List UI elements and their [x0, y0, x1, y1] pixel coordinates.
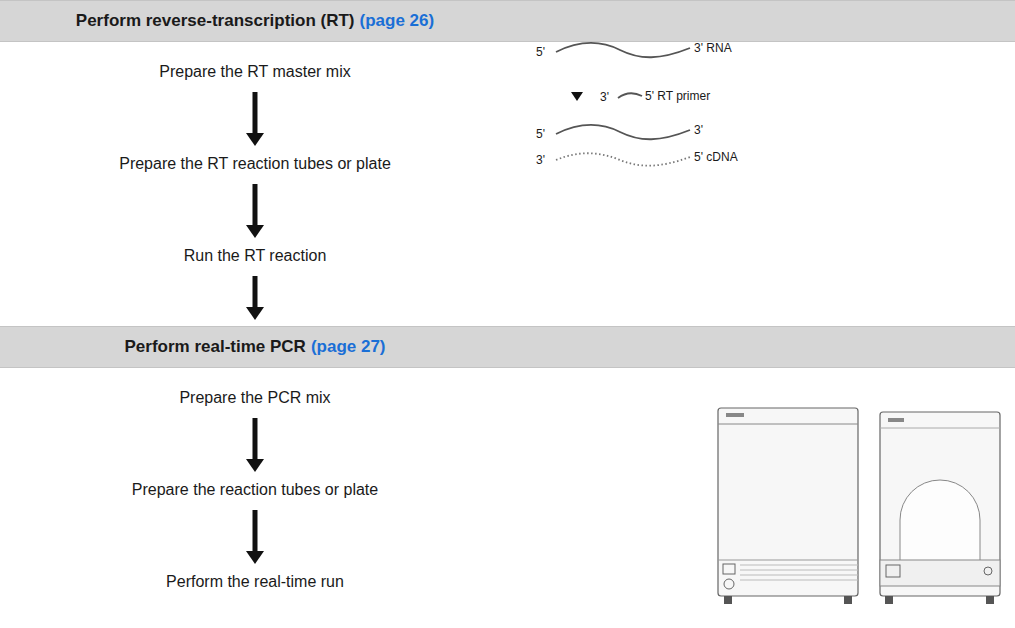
flow-arrow	[246, 418, 264, 472]
flow-arrow	[246, 510, 264, 564]
strand-label: 5' cDNA	[694, 150, 738, 164]
step-text: Prepare the RT reaction tubes or plate	[119, 155, 391, 173]
band-heading: Perform reverse-transcription (RT) (page …	[76, 11, 434, 31]
section-band: Perform reverse-transcription (RT) (page …	[0, 0, 1015, 42]
step-text: Prepare the reaction tubes or plate	[132, 481, 378, 499]
strand-label: 5' RT primer	[645, 89, 710, 103]
step-box: Prepare the reaction tubes or plate	[128, 478, 382, 502]
band-heading: Perform real-time PCR (page 27)	[124, 337, 385, 357]
strand-label: 3'	[694, 123, 703, 137]
rna-strand	[556, 43, 690, 58]
section-band: Perform real-time PCR (page 27)	[0, 326, 1015, 368]
page-link: (page 26)	[360, 11, 435, 30]
flow-arrow	[246, 184, 264, 238]
strand-label: 3'	[600, 90, 609, 104]
cdna-strand	[556, 153, 690, 165]
step-text: Perform the real-time run	[166, 573, 344, 591]
step-text: Run the RT reaction	[184, 247, 327, 265]
step-box: Perform the real-time run	[162, 570, 348, 594]
step-box: Prepare the RT master mix	[155, 60, 354, 84]
strand-label: 3' RNA	[694, 41, 732, 55]
step-box: Prepare the PCR mix	[175, 386, 334, 410]
pcr-instrument	[880, 412, 1000, 604]
page-link: (page 27)	[311, 337, 386, 356]
strand-label: 5'	[536, 127, 545, 141]
step-text: Prepare the RT master mix	[159, 63, 350, 81]
strand-label: 5'	[536, 45, 545, 59]
step-text: Prepare the PCR mix	[179, 389, 330, 407]
rna-strand	[556, 125, 690, 140]
flow-arrow	[246, 276, 264, 320]
process-arrowhead	[571, 92, 583, 101]
rt-primer	[618, 93, 642, 98]
step-box: Run the RT reaction	[180, 244, 331, 268]
strand-label: 3'	[536, 153, 545, 167]
step-box: Prepare the RT reaction tubes or plate	[115, 152, 395, 176]
section-heading: Perform reverse-transcription (RT)	[76, 11, 355, 30]
flow-arrow	[246, 92, 264, 146]
section-heading: Perform real-time PCR	[124, 337, 305, 356]
pcr-instrument	[718, 408, 858, 604]
